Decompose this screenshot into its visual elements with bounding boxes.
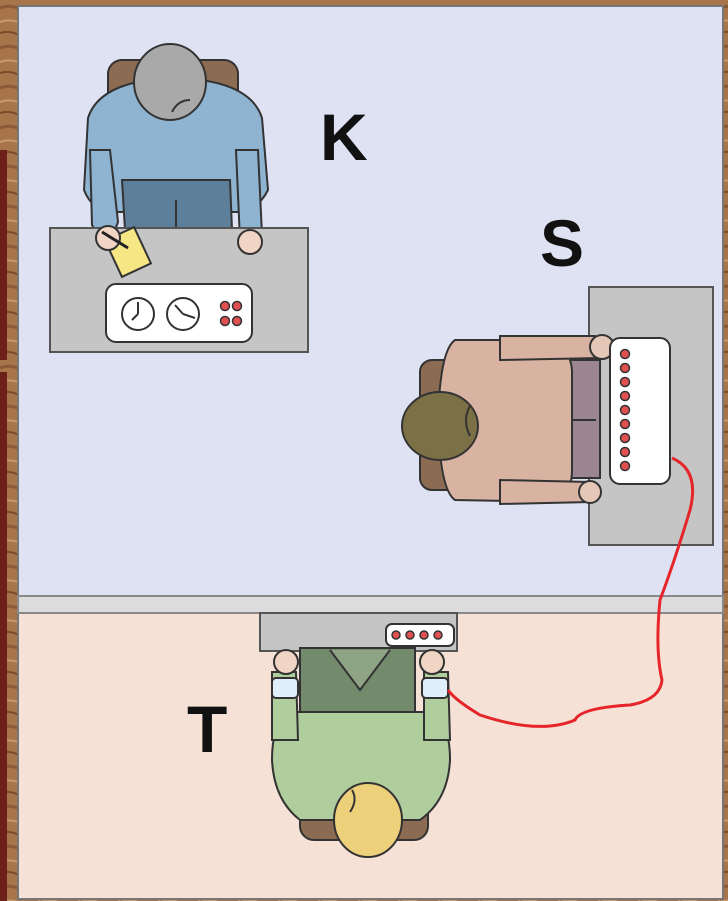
experimenter-button[interactable] xyxy=(221,302,230,311)
shock-switch[interactable] xyxy=(621,350,630,359)
label-subject: S xyxy=(540,206,584,280)
shock-switch[interactable] xyxy=(621,364,630,373)
shock-switch[interactable] xyxy=(621,378,630,387)
subject-arm-top xyxy=(500,336,604,360)
experimenter-hand-right xyxy=(238,230,262,254)
subject-figure xyxy=(402,335,614,504)
experimenter-button[interactable] xyxy=(233,317,242,326)
learner-wrist-electrode-left xyxy=(272,678,298,698)
learner-head xyxy=(334,783,402,857)
left-frame-dark-strip-2 xyxy=(0,372,7,901)
learner-answer-button[interactable] xyxy=(406,631,414,639)
shock-switch[interactable] xyxy=(621,434,630,443)
label-experimenter: K xyxy=(320,100,368,174)
shock-switch[interactable] xyxy=(621,420,630,429)
shock-switch[interactable] xyxy=(621,406,630,415)
experimenter-button[interactable] xyxy=(233,302,242,311)
shock-switch[interactable] xyxy=(621,392,630,401)
experimenter-right-arm xyxy=(236,150,262,240)
learner-answer-button[interactable] xyxy=(420,631,428,639)
subject-hand-bottom xyxy=(579,481,601,503)
learner-hand-right xyxy=(420,650,444,674)
learner-answer-button[interactable] xyxy=(434,631,442,639)
experimenter-hand-left xyxy=(96,226,120,250)
experimenter-button[interactable] xyxy=(221,317,230,326)
learner-wrist-electrode-right xyxy=(422,678,448,698)
shock-switches xyxy=(621,350,630,471)
shock-switch[interactable] xyxy=(621,462,630,471)
label-learner: T xyxy=(187,692,227,766)
shock-generator-panel[interactable] xyxy=(610,338,670,484)
learner-hand-left xyxy=(274,650,298,674)
shock-switch[interactable] xyxy=(621,448,630,457)
experimenter-head xyxy=(134,44,206,120)
left-frame-dark-strip xyxy=(0,150,7,360)
learner-answer-button[interactable] xyxy=(392,631,400,639)
subject-arm-bottom xyxy=(500,480,590,504)
dividing-wall xyxy=(18,596,723,613)
